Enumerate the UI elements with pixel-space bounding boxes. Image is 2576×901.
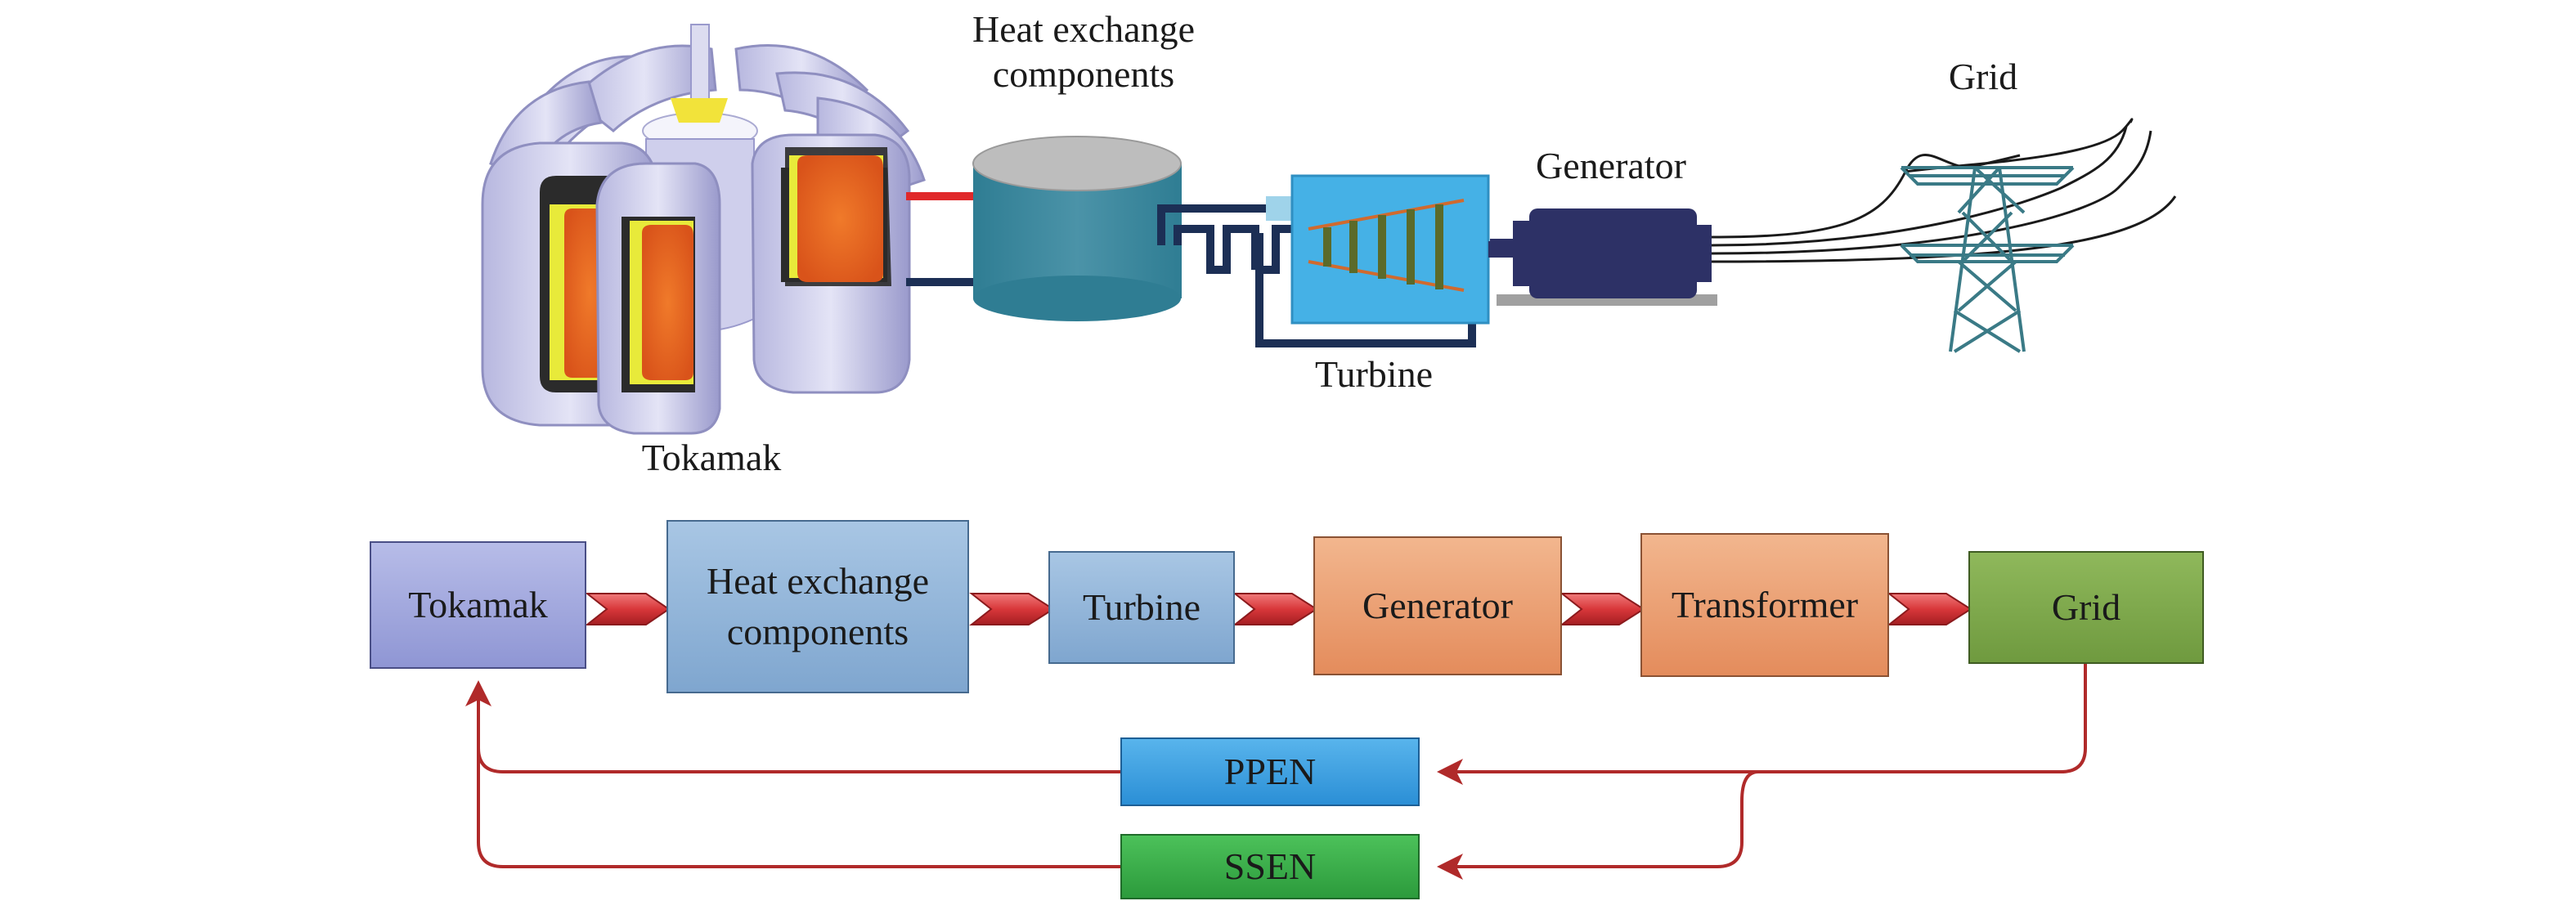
chevron-arrow-5 [1887, 593, 1972, 625]
ppen-to-tokamak-path [465, 680, 1120, 773]
power-tower [1900, 166, 2075, 353]
tokamak-illustration-label: Tokamak [641, 437, 782, 478]
chevron-arrow-1 [585, 593, 671, 625]
grid-to-ppen-path [1437, 664, 2087, 785]
ppen-box-label: PPEN [1223, 750, 1317, 792]
ssen-box: SSEN [1120, 834, 1420, 899]
generator-box-label: Generator [1362, 584, 1513, 626]
turbine-box: Turbine [1048, 551, 1235, 664]
chevron-arrow-2 [969, 593, 1055, 625]
turbine-box-label: Turbine [1083, 585, 1200, 628]
turbine-illustration [1266, 174, 1516, 325]
feedback-paths [465, 664, 2087, 880]
generator-box: Generator [1313, 536, 1562, 675]
grid-to-ssen-path [1437, 770, 1759, 880]
tokamak-illustration [481, 24, 926, 435]
grid-box-label: Grid [2051, 585, 2121, 628]
heat-exchange-box-line2: components [726, 611, 909, 652]
grid-box: Grid [1968, 551, 2204, 664]
heat-exchanger-tank [972, 136, 1182, 321]
chevron-arrow-4 [1560, 593, 1645, 625]
heat-exchange-box-line1: Heat exchange [706, 559, 929, 602]
heat-exchange-box: Heat exchange components [666, 520, 969, 693]
transmission-lines [1711, 118, 2177, 263]
chevron-arrow-3 [1232, 593, 1318, 625]
heat-exchange-label-line2: components [992, 53, 1175, 96]
transformer-box: Transformer [1640, 533, 1889, 677]
turbine-illustration-label: Turbine [1315, 353, 1433, 395]
generator-illustration-label: Generator [1536, 145, 1686, 186]
flow-chevrons [585, 593, 1972, 625]
heat-exchange-label-line1: Heat exchange [972, 8, 1195, 50]
tokamak-box: Tokamak [370, 541, 586, 669]
transformer-box-label: Transformer [1671, 583, 1859, 625]
grid-illustration-label: Grid [1948, 56, 2018, 97]
ssen-to-tokamak-path [477, 703, 1120, 868]
ssen-box-label: SSEN [1223, 845, 1317, 887]
tokamak-box-label: Tokamak [408, 583, 548, 625]
generator-illustration [1488, 208, 1717, 306]
ppen-box: PPEN [1120, 737, 1420, 806]
